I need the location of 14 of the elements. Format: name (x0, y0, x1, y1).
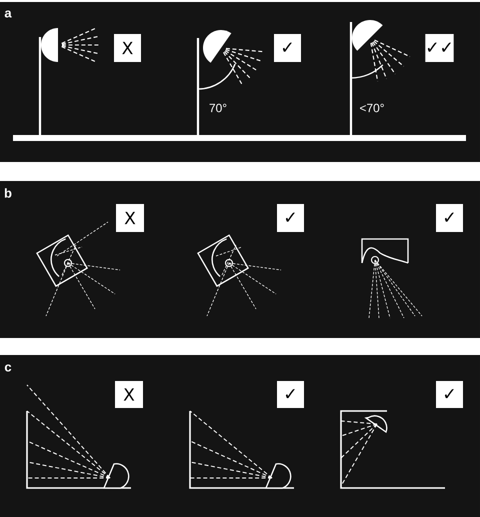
verdict-box: ✓ (436, 204, 463, 232)
verdict-box: ✓ (277, 204, 304, 232)
verdict-box: ✓ (436, 381, 463, 408)
verdict-box: X (114, 34, 141, 62)
verdict-box: ✓ (277, 381, 304, 408)
angle-label: 70° (210, 104, 226, 112)
panel-label: a (4, 10, 12, 18)
verdict-box: X (115, 381, 143, 408)
verdict-box: ✓✓ (425, 34, 454, 62)
verdict-box: X (116, 204, 144, 232)
angle-label: <70° (360, 104, 384, 112)
verdict-box: ✓ (274, 34, 301, 62)
panel-label: c (4, 364, 12, 372)
panel-label: b (4, 188, 12, 198)
